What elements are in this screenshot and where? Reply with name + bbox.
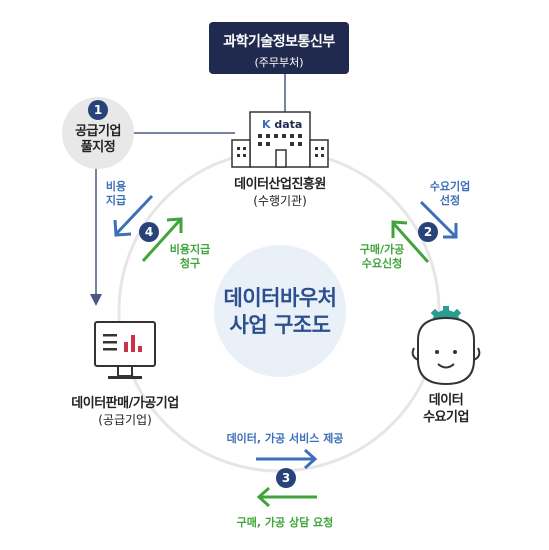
step4-green-line2: 청구 — [179, 257, 201, 270]
step4-blue-label: 비용 지급 — [96, 180, 136, 208]
ministry-name: 과학기술정보통신부 — [223, 34, 335, 50]
ministry-role: (주무부처) — [254, 56, 304, 69]
center-title: 데이터바우처 사업 구조도 — [205, 285, 355, 339]
step4-blue-arrow — [113, 194, 154, 237]
supplier-select-label: 공급기업 풀지정 — [62, 124, 134, 156]
step2-green-line2: 수요신청 — [361, 257, 403, 270]
buyer-line1: 데이터 — [428, 393, 464, 408]
buyer-line2: 수요기업 — [423, 410, 469, 425]
step2-blue-label: 수요기업 선정 — [420, 180, 480, 208]
step4-green-line1: 비용지급 — [169, 243, 211, 256]
center-circle — [214, 245, 346, 377]
kdata-name: 데이터산업진흥원 — [234, 177, 326, 192]
step1-badge: 1 — [88, 100, 108, 120]
building-windows — [237, 134, 324, 157]
step3-green-label: 구매, 가공 상담 요청 — [236, 516, 334, 529]
step4-green-label: 비용지급 청구 — [160, 243, 220, 271]
person-gear-icon — [411, 306, 481, 386]
step3-badge: 3 — [276, 468, 296, 488]
supplier-select-bubble — [62, 97, 134, 169]
seller-name: 데이터판매/가공기업 — [71, 396, 179, 411]
monitor-icon — [94, 321, 156, 379]
buyer-label: 데이터 수요기업 — [410, 392, 482, 426]
kdata-role: (수행기관) — [253, 194, 307, 208]
step2-green-arrow — [391, 220, 430, 264]
step3-blue-arrow — [256, 448, 318, 470]
step2-blue-line1: 수요기업 — [429, 180, 471, 193]
center-title-line1: 데이터바우처 — [223, 286, 337, 310]
step3-green-arrow — [256, 486, 317, 508]
kdata-logo-text: data — [274, 118, 303, 131]
step2-blue-line2: 선정 — [439, 194, 461, 207]
building-icon — [231, 111, 329, 168]
step2-green-line1: 구매/가공 — [359, 243, 405, 256]
step4-blue-line1: 비용 — [105, 180, 127, 193]
step4-badge: 4 — [139, 222, 159, 242]
step2-badge: 2 — [418, 222, 438, 242]
seller-role: (공급기업) — [98, 413, 152, 427]
step2-blue-arrow — [419, 200, 458, 239]
step4-green-arrow — [141, 217, 183, 263]
step3-blue-label: 데이터, 가공 서비스 제공 — [226, 432, 344, 445]
supplier-select-line1: 공급기업 — [75, 124, 121, 139]
center-title-line2: 사업 구조도 — [229, 313, 331, 337]
step2-green-label: 구매/가공 수요신청 — [352, 243, 412, 271]
supplier-select-line2: 풀지정 — [80, 140, 116, 155]
kdata-logo: K data — [262, 118, 302, 131]
kdata-logo-k: K — [262, 118, 271, 131]
ministry-box: 과학기술정보통신부 (주무부처) — [209, 22, 349, 74]
step4-blue-line2: 지급 — [105, 194, 127, 207]
